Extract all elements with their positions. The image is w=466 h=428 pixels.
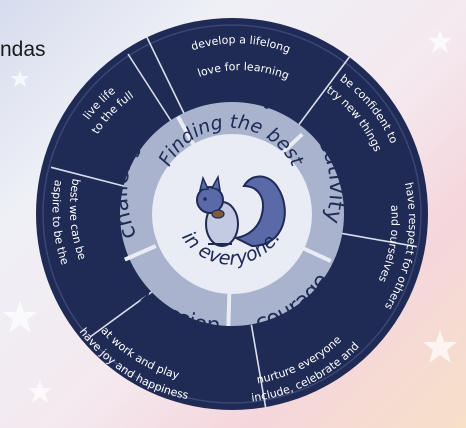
outer-ring-dividers xyxy=(50,36,417,410)
decorative-stars xyxy=(3,30,457,403)
squirrel-icon xyxy=(196,174,286,248)
cropped-heading-text: ndas xyxy=(0,38,46,61)
